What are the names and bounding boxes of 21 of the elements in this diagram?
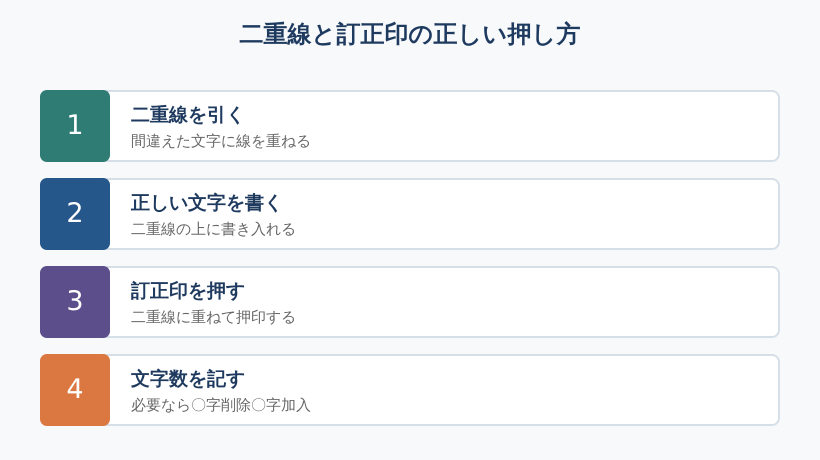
step-number: 2 bbox=[66, 198, 84, 230]
step-description: 二重線に重ねて押印する bbox=[131, 307, 296, 328]
step-card bbox=[40, 90, 780, 162]
step-heading: 訂正印を押す bbox=[131, 279, 245, 304]
step-description: 間違えた文字に線を重ねる bbox=[131, 131, 311, 152]
step-heading: 二重線を引く bbox=[131, 103, 245, 128]
step-heading: 文字数を記す bbox=[131, 367, 245, 392]
step-number-tile bbox=[40, 354, 110, 426]
step-card bbox=[40, 266, 780, 338]
step-number: 4 bbox=[66, 374, 84, 406]
step-number-tile bbox=[40, 178, 110, 250]
step-card bbox=[40, 354, 780, 426]
step-card bbox=[40, 178, 780, 250]
step-heading: 正しい文字を書く bbox=[131, 191, 283, 216]
step-number-tile bbox=[40, 90, 110, 162]
step-description: 二重線の上に書き入れる bbox=[131, 219, 296, 240]
title: 二重線と訂正印の正しい押し方 bbox=[238, 19, 582, 50]
step-number-tile bbox=[40, 266, 110, 338]
step-description: 必要なら〇字削除〇字加入 bbox=[131, 395, 311, 416]
step-number: 1 bbox=[66, 110, 84, 142]
step-number: 3 bbox=[66, 286, 84, 318]
